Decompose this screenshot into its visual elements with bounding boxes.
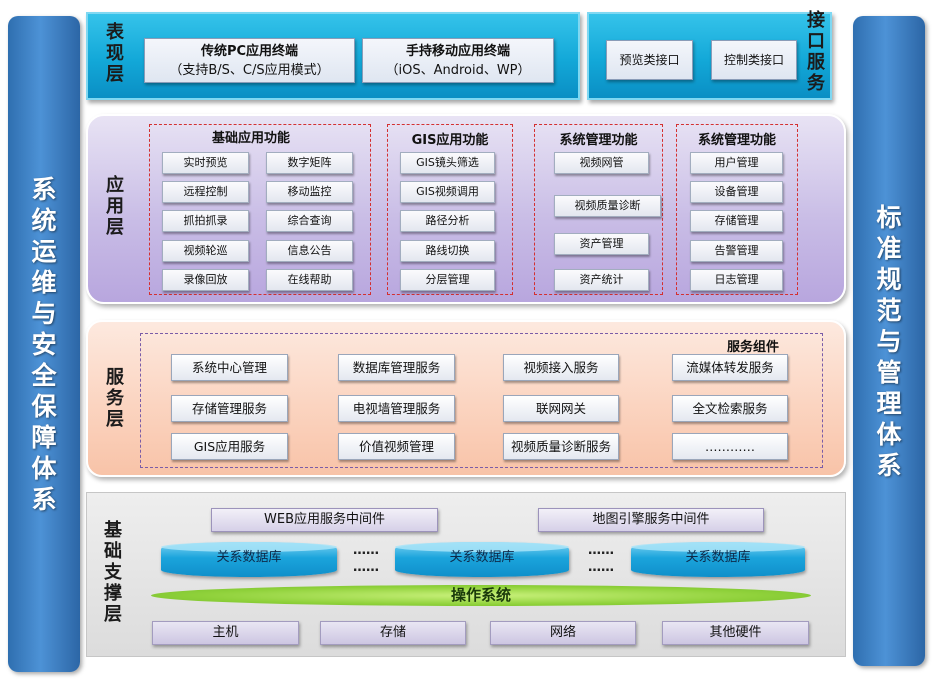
web-middleware-box: WEB应用服务中间件 xyxy=(211,508,438,532)
feature-gis-camera-filter: GIS镜头筛选 xyxy=(400,152,495,174)
feature-gis-video-call: GIS视频调用 xyxy=(400,181,495,203)
relational-db-3: 关系数据库 xyxy=(631,542,805,577)
feature-log-management: 日志管理 xyxy=(690,269,783,291)
gis-app-group-title: GIS应用功能 xyxy=(411,133,489,148)
svc-network-gateway: 联网网关 xyxy=(503,395,619,422)
ellipsis-2b: …… xyxy=(588,560,614,575)
svc-gis: GIS应用服务 xyxy=(171,433,288,460)
sys-mgmt-group-1 xyxy=(534,124,663,295)
svc-database: 数据库管理服务 xyxy=(338,354,455,381)
feature-asset-management: 资产管理 xyxy=(554,233,649,255)
preview-interface-box: 预览类接口 xyxy=(606,40,693,80)
svc-video-access: 视频接入服务 xyxy=(503,354,619,381)
sys-mgmt-group-2 xyxy=(676,124,798,295)
pc-terminal-title: 传统PC应用终端 xyxy=(200,43,299,59)
application-layer-label: 应用层 xyxy=(106,175,124,238)
ellipsis-1a: …… xyxy=(353,543,379,558)
db-top-highlight xyxy=(161,542,337,552)
presentation-layer-label: 表现层 xyxy=(106,22,124,85)
sys-mgmt-group-1-title: 系统管理功能 xyxy=(559,133,638,148)
feature-device-management: 设备管理 xyxy=(690,181,783,203)
feature-video-patrol: 视频轮巡 xyxy=(162,240,249,262)
right-pillar-label: 标准规范与管理体系 xyxy=(876,202,902,480)
map-middleware-box: 地图引擎服务中间件 xyxy=(538,508,764,532)
operating-system-ellipse: 操作系统 xyxy=(151,585,811,606)
relational-db-3-label: 关系数据库 xyxy=(685,550,751,565)
svc-tv-wall: 电视墙管理服务 xyxy=(338,395,455,422)
base-support-layer-label: 基础支撑层 xyxy=(104,520,122,625)
feature-video-netmgmt: 视频网管 xyxy=(554,152,649,174)
feature-storage-management: 存储管理 xyxy=(690,210,783,232)
ellipsis-1b: …… xyxy=(353,560,379,575)
svc-video-quality: 视频质量诊断服务 xyxy=(503,433,619,460)
feature-snapshot: 抓拍抓录 xyxy=(162,210,249,232)
svc-more: ………… xyxy=(672,433,788,460)
basic-app-group-title: 基础应用功能 xyxy=(211,131,290,146)
feature-announcement: 信息公告 xyxy=(266,240,353,262)
svc-fulltext-search: 全文检索服务 xyxy=(672,395,788,422)
feature-route-switch: 路线切换 xyxy=(400,240,495,262)
relational-db-2: 关系数据库 xyxy=(395,542,569,577)
feature-asset-statistics: 资产统计 xyxy=(554,269,649,291)
svc-system-center: 系统中心管理 xyxy=(171,354,288,381)
feature-video-quality-diag: 视频质量诊断 xyxy=(554,195,661,217)
pc-terminal-box: 传统PC应用终端 （支持B/S、C/S应用模式） xyxy=(144,38,355,83)
service-layer-label: 服务层 xyxy=(106,367,124,430)
feature-playback: 录像回放 xyxy=(162,269,249,291)
interface-service-label: 接口服务 xyxy=(807,10,825,94)
svc-storage: 存储管理服务 xyxy=(171,395,288,422)
relational-db-2-label: 关系数据库 xyxy=(449,550,515,565)
feature-mobile-monitor: 移动监控 xyxy=(266,181,353,203)
ellipsis-2a: …… xyxy=(588,543,614,558)
control-interface-box: 控制类接口 xyxy=(711,40,797,80)
svc-value-video: 价值视频管理 xyxy=(338,433,455,460)
relational-db-1-label: 关系数据库 xyxy=(216,550,282,565)
feature-path-analysis: 路径分析 xyxy=(400,210,495,232)
feature-layer-management: 分层管理 xyxy=(400,269,495,291)
feature-remote-control: 远程控制 xyxy=(162,181,249,203)
relational-db-1: 关系数据库 xyxy=(161,542,337,577)
feature-query: 综合查询 xyxy=(266,210,353,232)
preview-interface-label: 预览类接口 xyxy=(619,52,680,67)
db-top-highlight xyxy=(631,542,805,552)
hardware-host: 主机 xyxy=(152,621,299,645)
service-components-frame xyxy=(140,333,823,468)
gis-app-group xyxy=(387,124,513,295)
hardware-storage: 存储 xyxy=(320,621,466,645)
feature-realtime-preview: 实时预览 xyxy=(162,152,249,174)
service-components-title: 服务组件 xyxy=(727,340,780,355)
hardware-other: 其他硬件 xyxy=(662,621,809,645)
db-top-highlight xyxy=(395,542,569,552)
hardware-network: 网络 xyxy=(490,621,636,645)
mobile-terminal-box: 手持移动应用终端 （iOS、Android、WP） xyxy=(362,38,554,83)
basic-app-group xyxy=(149,124,371,295)
right-pillar: 标准规范与管理体系 xyxy=(853,16,925,666)
sys-mgmt-group-2-title: 系统管理功能 xyxy=(697,133,776,148)
feature-online-help: 在线帮助 xyxy=(266,269,353,291)
mobile-terminal-title: 手持移动应用终端 xyxy=(405,43,510,59)
control-interface-label: 控制类接口 xyxy=(723,52,784,67)
feature-digital-matrix: 数字矩阵 xyxy=(266,152,353,174)
left-pillar: 系统运维与安全保障体系 xyxy=(8,16,80,672)
svc-stream-forward: 流媒体转发服务 xyxy=(672,354,788,381)
mobile-terminal-subtitle: （iOS、Android、WP） xyxy=(385,62,531,78)
pc-terminal-subtitle: （支持B/S、C/S应用模式） xyxy=(169,62,330,78)
feature-user-management: 用户管理 xyxy=(690,152,783,174)
left-pillar-label: 系统运维与安全保障体系 xyxy=(31,174,57,514)
feature-alarm-management: 告警管理 xyxy=(690,240,783,262)
